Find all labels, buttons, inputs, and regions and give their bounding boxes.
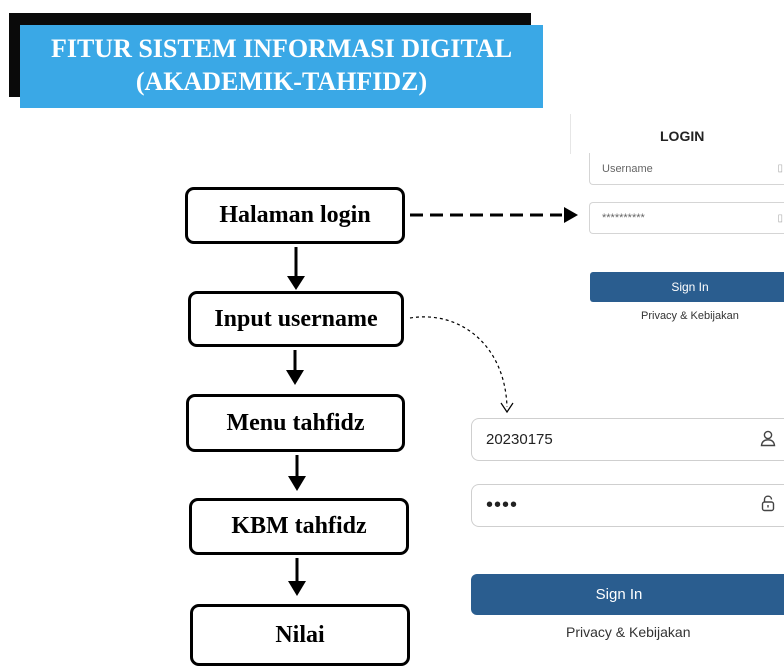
flow-step-menu-tahfidz: Menu tahfidz xyxy=(186,394,405,452)
small-password-value: ********** xyxy=(602,212,645,224)
small-username-placeholder: Username xyxy=(602,162,653,175)
privacy-link[interactable]: Privacy & Kebijakan xyxy=(566,624,691,640)
small-password-field[interactable]: ********** ▯ xyxy=(589,202,784,234)
down-arrow-3 xyxy=(288,455,306,491)
down-arrow-1 xyxy=(287,247,305,290)
dashed-arrow-to-login xyxy=(410,207,578,223)
banner-title-line1: FITUR SISTEM INFORMASI DIGITAL xyxy=(50,34,513,63)
small-privacy-link[interactable]: Privacy & Kebijakan xyxy=(641,310,739,322)
down-arrow-2 xyxy=(286,350,304,385)
title-banner: FITUR SISTEM INFORMASI DIGITAL (AKADEMIK… xyxy=(20,25,543,108)
field-icon: ▯ xyxy=(777,163,783,174)
flow-step-nilai: Nilai xyxy=(190,604,410,666)
small-sign-in-button[interactable]: Sign In xyxy=(590,272,784,302)
username-value: 20230175 xyxy=(486,431,553,448)
password-value: •••• xyxy=(486,494,519,516)
small-username-field[interactable]: Username ▯ xyxy=(589,153,784,185)
user-icon xyxy=(759,429,777,451)
login-panel-divider xyxy=(570,114,571,154)
flow-step-input-username: Input username xyxy=(188,291,404,347)
banner-title-line2: (AKADEMIK-TAHFIDZ) xyxy=(135,67,428,96)
lock-icon xyxy=(759,494,777,518)
field-icon: ▯ xyxy=(777,212,783,224)
dotted-curve-arrow-to-form xyxy=(409,316,514,414)
flow-step-kbm-tahfidz: KBM tahfidz xyxy=(189,498,409,555)
down-arrow-4 xyxy=(288,558,306,596)
login-title: LOGIN xyxy=(660,128,705,144)
password-field[interactable]: •••• xyxy=(471,484,784,527)
flow-step-halaman-login: Halaman login xyxy=(185,187,405,244)
sign-in-button[interactable]: Sign In xyxy=(471,574,784,615)
username-field[interactable]: 20230175 xyxy=(471,418,784,461)
